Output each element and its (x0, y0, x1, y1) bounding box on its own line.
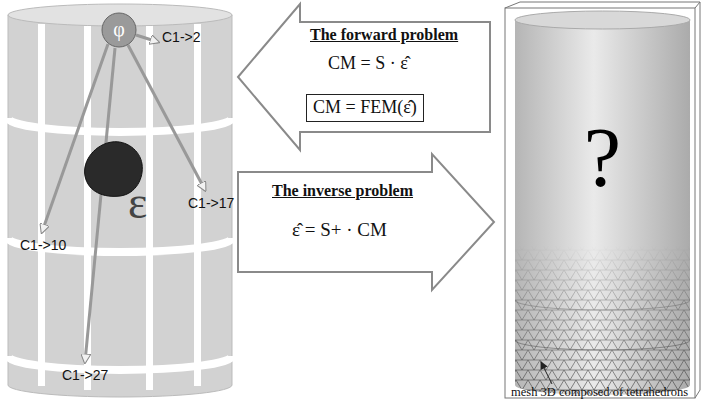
inclusion-blob: ε (82, 140, 144, 198)
capacitance-label: C1->27 (62, 368, 108, 383)
node-text: ε (128, 178, 147, 229)
mesh-caption: mesh 3D composed of tetrahedrons (511, 386, 688, 400)
node-text: ? (515, 112, 690, 204)
capacitance-label: C1->17 (188, 196, 234, 211)
node-text: φ (101, 18, 137, 40)
capacitance-label: C1->2 (162, 30, 201, 45)
volume-cylinder: ? (515, 12, 690, 390)
node-text: CM = S · ε̂ (328, 54, 408, 74)
capacitance-label: C1->10 (20, 238, 66, 253)
node-outline (236, 2, 494, 152)
node-heading: The inverse problem (272, 182, 413, 200)
node-text: ε̂ = S+ · CM (292, 220, 387, 241)
forward-arrow: The forward problem CM = S · ε̂ CM = FEM(ε… (236, 2, 494, 152)
node-text: CM = FEM(ε̂) (306, 94, 424, 122)
node-heading: The forward problem (310, 26, 458, 44)
source-circle: φ (101, 12, 137, 48)
inverse-arrow: The inverse problem ε̂ = S+ · CM (236, 152, 498, 292)
